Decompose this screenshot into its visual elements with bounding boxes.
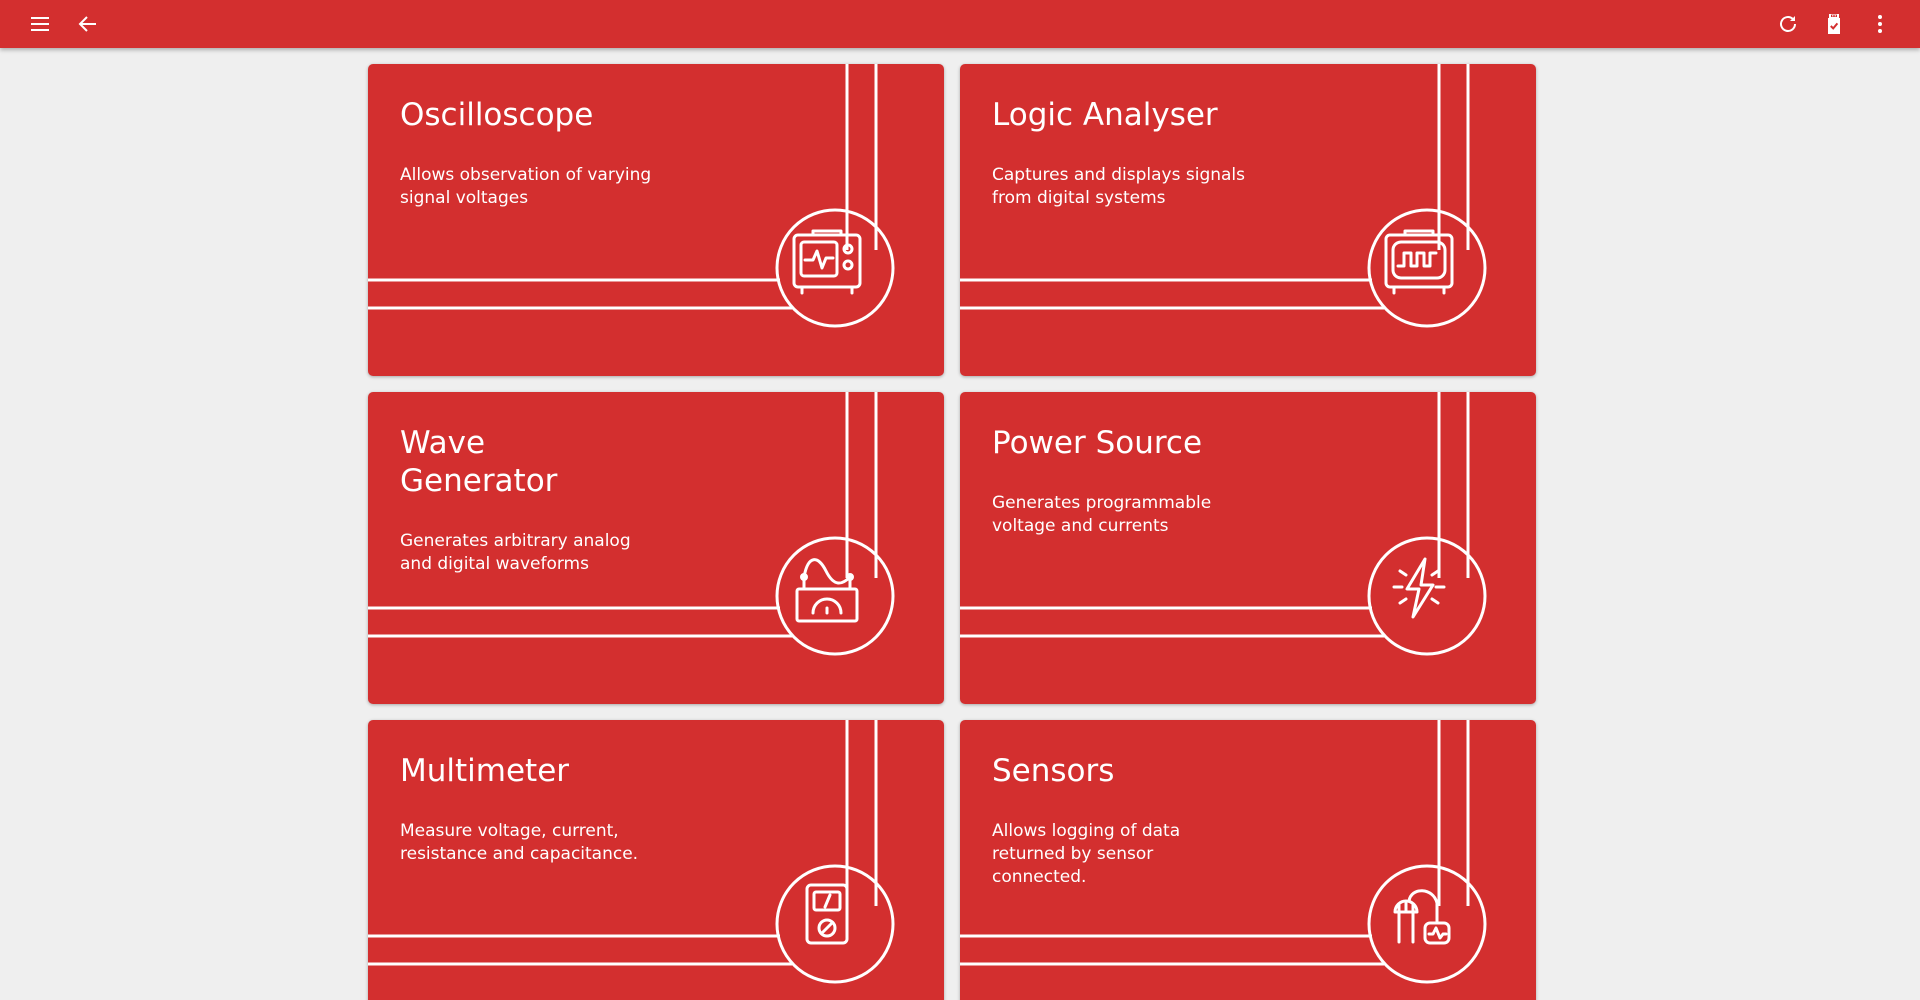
card-title: Power Source: [992, 425, 1203, 461]
card-multimeter[interactable]: Multimeter Measure voltage, current, res…: [368, 720, 944, 1000]
sensors-icon: [1393, 889, 1451, 945]
card-title: Sensors: [992, 753, 1115, 789]
card-description: Captures and displays signals from digit…: [992, 165, 1246, 208]
circuit-decoration: [960, 392, 1487, 656]
card-title: Logic Analyser: [992, 97, 1218, 133]
usb-device-connected-icon[interactable]: [1810, 0, 1858, 48]
card-wave-generator[interactable]: Wave Generator Generates arbitrary analo…: [368, 392, 944, 704]
card-description: Generates programmable voltage and curre…: [992, 493, 1212, 536]
card-title: Oscilloscope: [400, 97, 594, 133]
card-oscilloscope[interactable]: Oscilloscope Allows observation of varyi…: [368, 64, 944, 376]
card-description: Measure voltage, current, resistance and…: [400, 821, 639, 864]
card-sensors[interactable]: Sensors Allows logging of data returned …: [960, 720, 1536, 1000]
circuit-decoration: [368, 64, 895, 328]
circuit-decoration: [960, 64, 1487, 328]
wave-generator-icon: [795, 558, 859, 623]
oscilloscope-icon: [792, 229, 862, 295]
hamburger-menu-icon[interactable]: [16, 0, 64, 48]
power-source-icon: [1392, 557, 1446, 619]
card-description: Generates arbitrary analog and digital w…: [400, 531, 631, 574]
arrow-back-icon[interactable]: [64, 0, 112, 48]
multimeter-icon: [805, 883, 849, 945]
card-description: Allows logging of data returned by senso…: [992, 821, 1181, 887]
circuit-decoration: [368, 392, 895, 656]
logic-analyser-icon: [1384, 229, 1454, 295]
circuit-decoration: [368, 720, 895, 984]
circuit-decoration: [960, 720, 1487, 984]
card-title: Wave Generator: [400, 425, 558, 499]
refresh-icon[interactable]: [1764, 0, 1812, 48]
card-description: Allows observation of varying signal vol…: [400, 165, 652, 208]
card-power-source[interactable]: Power Source Generates programmable volt…: [960, 392, 1536, 704]
more-vertical-icon[interactable]: [1856, 0, 1904, 48]
top-app-bar: [0, 0, 1920, 48]
card-logic-analyser[interactable]: Logic Analyser Captures and displays sig…: [960, 64, 1536, 376]
card-title: Multimeter: [400, 753, 570, 789]
